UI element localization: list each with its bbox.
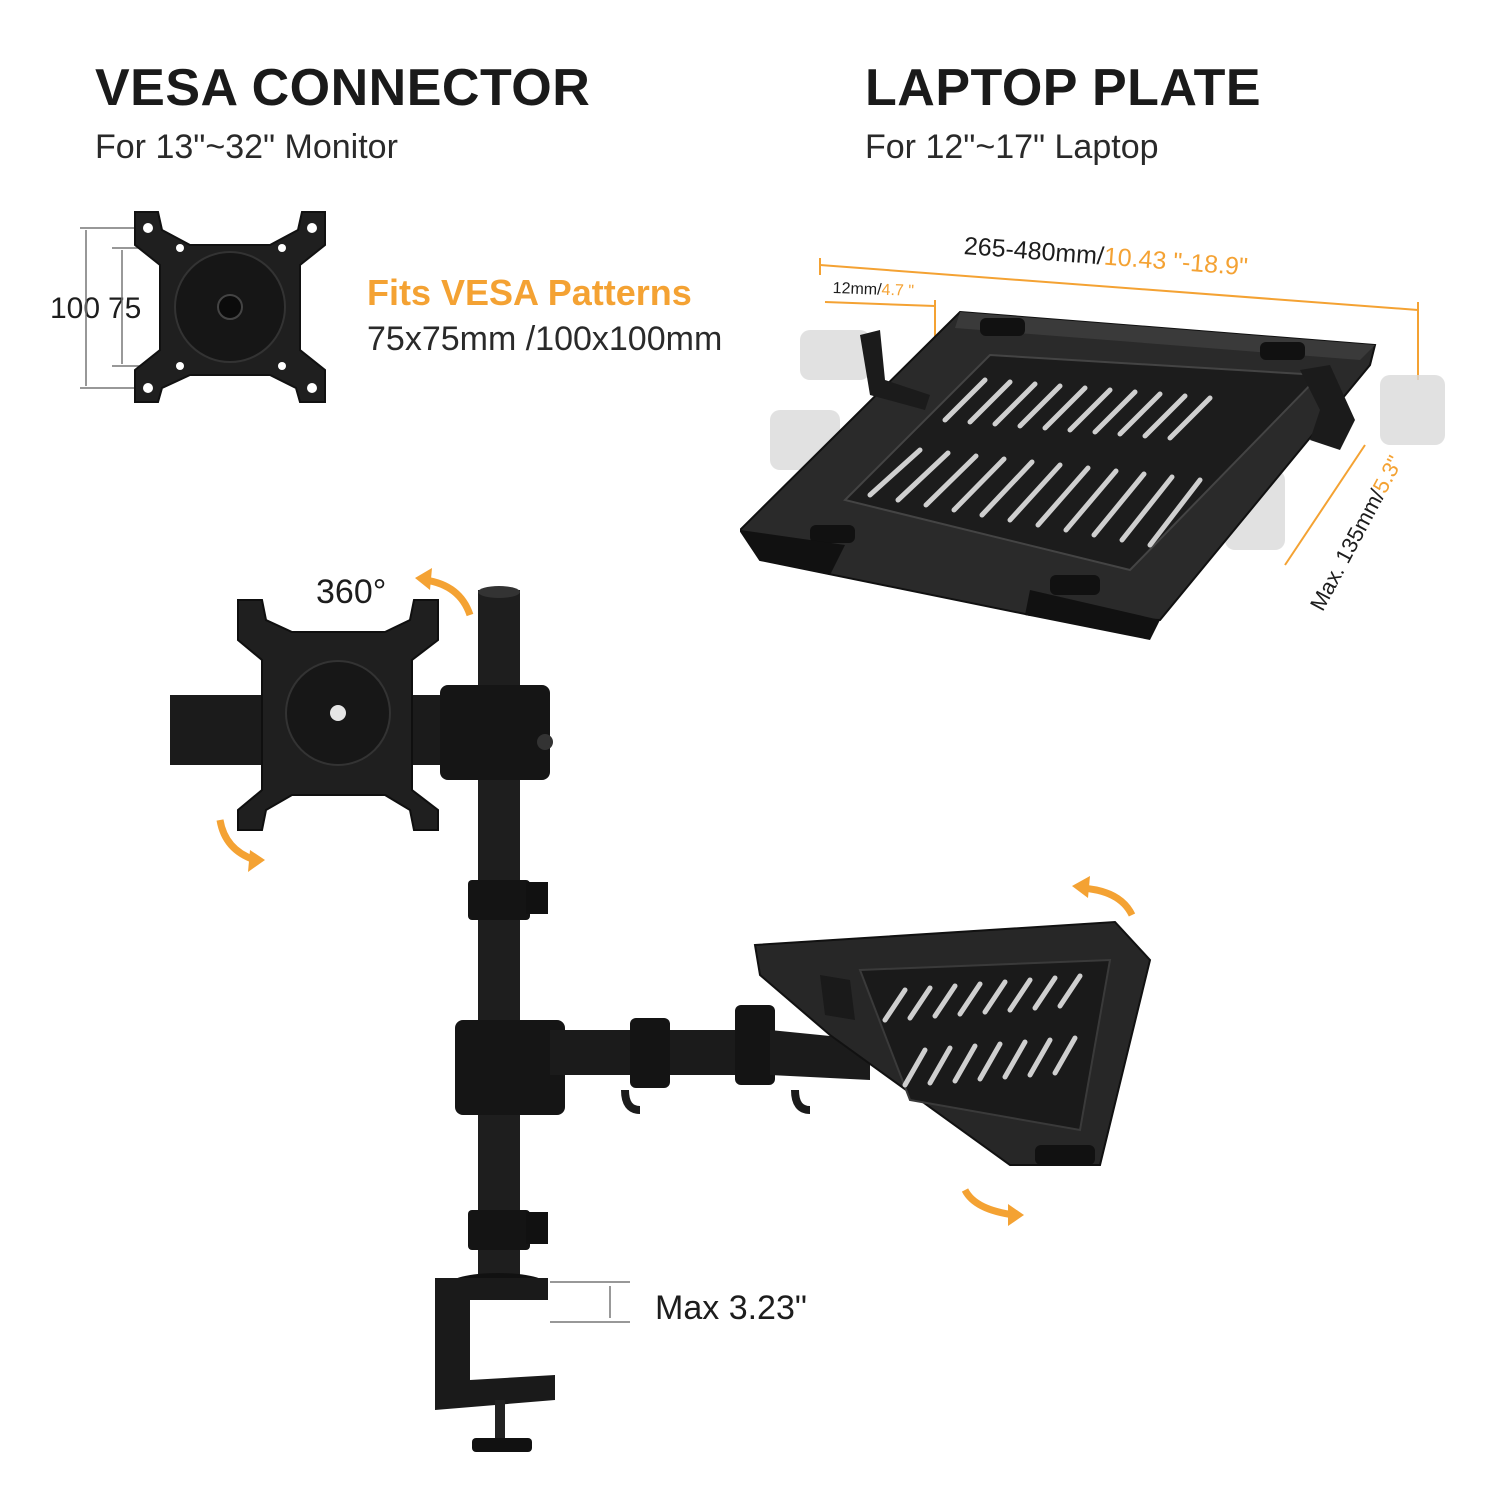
laptop-arm-mm: 12mm/ [832, 280, 882, 299]
clamp-max-dimension: Max 3.23" [655, 1289, 807, 1328]
vesa-dim-75: 75 [108, 292, 142, 325]
laptop-plate-title: LAPTOP PLATE [865, 59, 1262, 117]
rotation-360-label: 360° [316, 573, 387, 611]
fits-vesa-title: Fits VESA Patterns [367, 272, 692, 313]
laptop-arm-dimension: 12mm/4.7 " [832, 280, 914, 301]
vesa-plate-illustration [80, 211, 326, 403]
monitor-laptop-mount-illustration [170, 568, 1152, 1452]
laptop-arm-in: 4.7 " [881, 281, 915, 300]
laptop-swivel-arrow-icon [961, 1188, 1016, 1219]
laptop-plate-illustration [740, 258, 1445, 640]
clamp-max-label: Max [655, 1289, 720, 1327]
fits-vesa-patterns: 75x75mm /100x100mm [367, 320, 723, 358]
laptop-plate-subtitle: For 12"~17" Laptop [865, 128, 1159, 166]
vesa-dim-100: 100 [50, 292, 101, 325]
clamp-max-value: 3.23" [728, 1289, 807, 1327]
vesa-connector-title: VESA CONNECTOR [95, 59, 591, 117]
vesa-connector-subtitle: For 13"~32" Monitor [95, 128, 398, 166]
